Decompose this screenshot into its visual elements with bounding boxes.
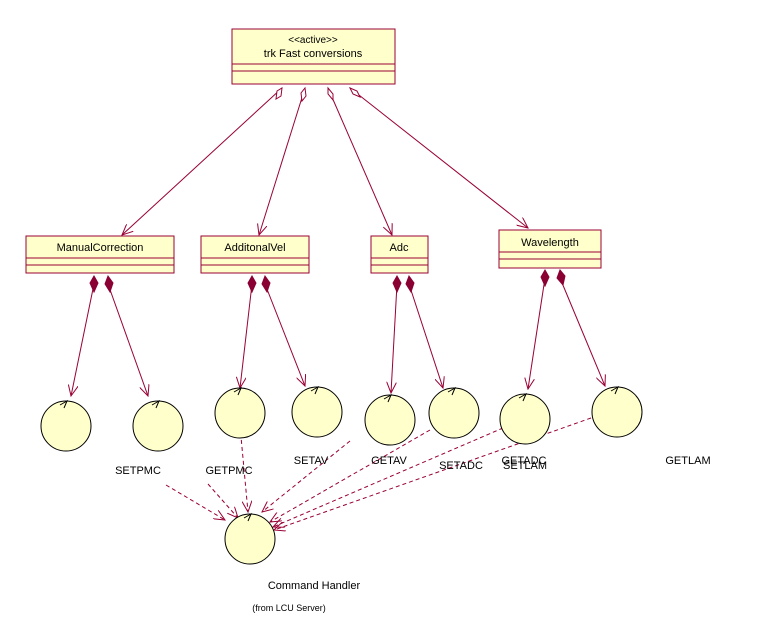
- command-handler-name: Command Handler: [268, 580, 361, 592]
- dependency-link-getpmc-circle: [239, 425, 248, 512]
- control-label: SETPMC: [115, 465, 161, 477]
- control-object[interactable]: [214, 386, 266, 439]
- composition-link: [391, 283, 398, 393]
- control-label: SETADC: [439, 460, 483, 472]
- composition-diamond: [392, 274, 402, 294]
- composition-link: [408, 283, 443, 388]
- class-wavelength[interactable]: Wavelength: [498, 229, 602, 269]
- control-object[interactable]: [291, 385, 343, 438]
- control-label: SETLAM: [503, 460, 547, 472]
- aggregation-diamond: [348, 87, 362, 98]
- control-label: GETAV: [371, 455, 407, 467]
- aggregation-diamond: [300, 86, 307, 103]
- composition-diamond: [556, 269, 566, 287]
- dependency-link-setav: [262, 440, 351, 512]
- aggregation-link-wavelength: [349, 87, 528, 228]
- control-object[interactable]: [591, 385, 643, 438]
- aggregation-link-manualcorrection: [122, 87, 283, 235]
- composition-link: [71, 283, 95, 396]
- aggregation-diamond: [275, 87, 283, 100]
- control-label: GETADC: [501, 455, 546, 467]
- dependency-link-getpmc: [207, 483, 238, 518]
- control-label: SETAV: [294, 455, 329, 467]
- command-handler-package: (from LCU Server): [252, 603, 326, 613]
- aggregation-links: [122, 86, 528, 235]
- control-label: GETPMC: [205, 465, 252, 477]
- composition-link: [264, 283, 305, 386]
- control-object[interactable]: [499, 392, 551, 445]
- class-trk-fast-conversions[interactable]: <<active>> trk Fast conversions: [231, 28, 396, 85]
- dependency-link-getav: [270, 429, 431, 522]
- composition-diamond: [261, 274, 271, 294]
- composition-diamond: [104, 274, 114, 294]
- composition-links: [71, 268, 605, 396]
- class-stereotype: <<active>>: [288, 35, 338, 46]
- command-handler[interactable]: [224, 512, 276, 565]
- class-name: ManualCorrection: [57, 242, 144, 254]
- aggregation-link-adc: [327, 87, 392, 235]
- composition-link: [528, 277, 546, 389]
- class-adc[interactable]: Adc: [370, 235, 429, 274]
- composition-diamond: [247, 274, 257, 294]
- class-name: Wavelength: [521, 237, 579, 249]
- class-name: AdditonalVel: [224, 242, 285, 254]
- composition-link: [559, 277, 605, 386]
- control-label: GETLAM: [665, 455, 710, 467]
- class-additonalvel[interactable]: AdditonalVel: [200, 235, 310, 274]
- control-object[interactable]: [40, 399, 92, 452]
- class-manualcorrection[interactable]: ManualCorrection: [25, 235, 175, 274]
- composition-link: [240, 283, 253, 388]
- composition-diamond: [89, 274, 99, 294]
- composition-diamond: [405, 274, 415, 294]
- composition-diamond: [540, 268, 550, 288]
- dependency-link-setpmc: [165, 484, 225, 520]
- class-name: trk Fast conversions: [264, 48, 363, 60]
- control-object[interactable]: [364, 393, 416, 446]
- control-object[interactable]: [132, 399, 184, 452]
- control-object[interactable]: [428, 386, 480, 439]
- aggregation-link-additonalvel: [259, 87, 306, 235]
- composition-link: [107, 283, 148, 396]
- class-name: Adc: [390, 242, 409, 254]
- aggregation-diamond: [327, 86, 334, 102]
